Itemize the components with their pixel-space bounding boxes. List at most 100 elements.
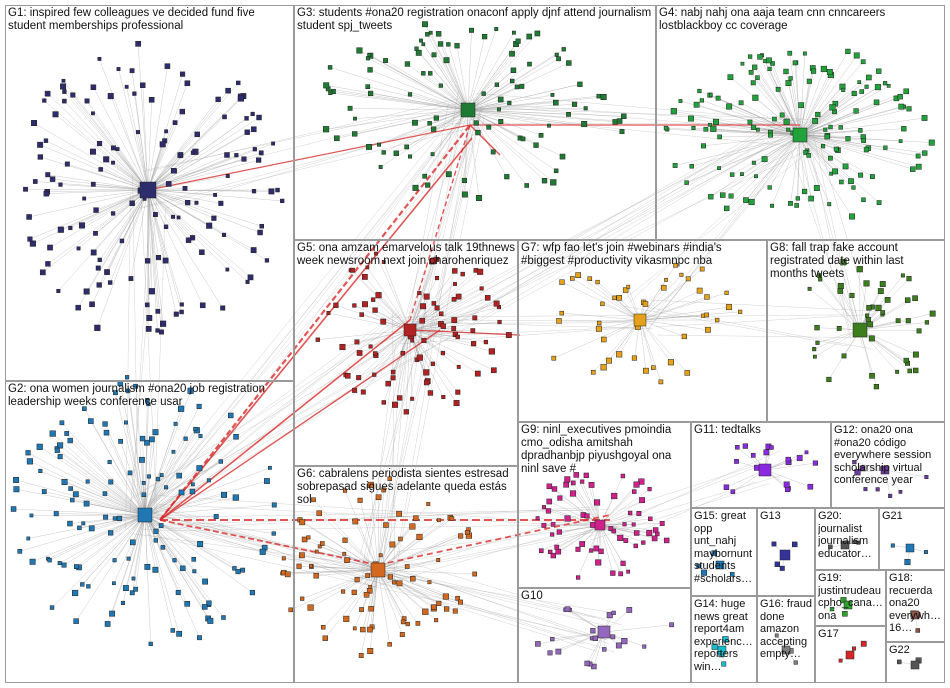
graph-edge (56, 513, 146, 516)
graph-node (863, 147, 869, 153)
graph-node (559, 279, 565, 285)
graph-node (189, 488, 196, 495)
graph-node (685, 276, 691, 282)
graph-node (412, 119, 418, 126)
graph-node (750, 453, 756, 458)
graph-node (32, 179, 38, 184)
group-box-g22: G22 (886, 642, 945, 683)
graph-node (179, 302, 184, 307)
graph-edge (599, 513, 639, 526)
graph-node (207, 617, 214, 624)
graph-node (396, 580, 403, 587)
graph-node (622, 522, 627, 527)
graph-node (256, 157, 262, 163)
graph-node (664, 277, 668, 282)
graph-node (153, 538, 158, 543)
graph-node (772, 116, 777, 122)
graph-node (755, 75, 760, 80)
graph-edge (764, 469, 811, 487)
graph-edge (70, 488, 146, 516)
graph-edge (147, 98, 459, 172)
graph-node (550, 179, 557, 186)
graph-edge (409, 303, 497, 331)
graph-node (626, 569, 631, 574)
graph-node (197, 635, 202, 641)
graph-node (313, 573, 319, 579)
graph-node (440, 323, 446, 329)
graph-node (861, 197, 866, 203)
graph-node (372, 307, 378, 313)
graph-node (848, 178, 854, 184)
graph-edge (430, 32, 469, 111)
graph-node (176, 215, 181, 220)
graph-edge (147, 189, 153, 292)
graph-node (422, 173, 428, 179)
graph-edge (754, 67, 801, 136)
graph-hub-node (460, 102, 476, 118)
graph-edge (759, 56, 801, 136)
graph-node (107, 459, 112, 465)
graph-hub-node (137, 507, 153, 523)
graph-edge (377, 532, 468, 571)
graph-node (547, 650, 553, 656)
graph-edge (411, 319, 650, 322)
graph-edge (359, 566, 596, 618)
graph-node (109, 610, 116, 617)
graph-node (385, 380, 391, 387)
graph-node (159, 141, 166, 148)
graph-edge (393, 557, 622, 626)
graph-edge (799, 134, 919, 167)
graph-node (72, 589, 79, 597)
graph-node (421, 337, 427, 344)
graph-edge (99, 189, 149, 260)
graph-edge (467, 109, 585, 125)
graph-node (600, 364, 607, 371)
graph-node (556, 529, 563, 535)
graph-edge (144, 494, 225, 516)
graph-node (484, 295, 491, 301)
graph-edge (424, 109, 469, 177)
graph-node (906, 276, 912, 282)
group-box-g8: G8: fall trap fake account registrated d… (767, 240, 945, 422)
graph-node (912, 295, 918, 301)
graph-edge (88, 514, 146, 587)
graph-node (596, 320, 602, 326)
graph-edge (330, 67, 469, 111)
graph-node (365, 56, 371, 61)
graph-node (396, 510, 402, 517)
graph-node (551, 355, 557, 361)
graph-edge (323, 569, 379, 628)
graph-edge (128, 514, 146, 559)
graph-edge (383, 261, 411, 331)
graph-node (587, 276, 593, 281)
graph-node (26, 536, 31, 541)
graph-edge (147, 113, 253, 191)
graph-node (703, 126, 709, 132)
graph-edge (537, 631, 605, 645)
graph-hub-node (715, 560, 725, 570)
graph-edge (377, 503, 429, 571)
graph-edge (158, 506, 377, 589)
graph-node (398, 536, 403, 542)
graph-node (548, 549, 553, 555)
graph-node (839, 179, 844, 185)
graph-node (633, 543, 638, 549)
graph-edge (561, 281, 641, 321)
graph-edge (33, 122, 149, 191)
graph-node (240, 567, 246, 573)
graph-node (400, 619, 406, 625)
graph-node (408, 154, 413, 159)
graph-node (505, 332, 512, 338)
graph-node (766, 57, 772, 64)
graph-node (381, 487, 387, 493)
graph-node (13, 486, 20, 493)
graph-node (102, 491, 108, 496)
graph-node (198, 434, 203, 439)
graph-node (904, 558, 911, 566)
graph-node (808, 195, 814, 202)
graph-node (507, 100, 512, 106)
graph-hub-node (779, 549, 791, 561)
graph-edge (147, 189, 214, 219)
graph-edge (57, 450, 146, 516)
graph-edge (359, 500, 379, 571)
